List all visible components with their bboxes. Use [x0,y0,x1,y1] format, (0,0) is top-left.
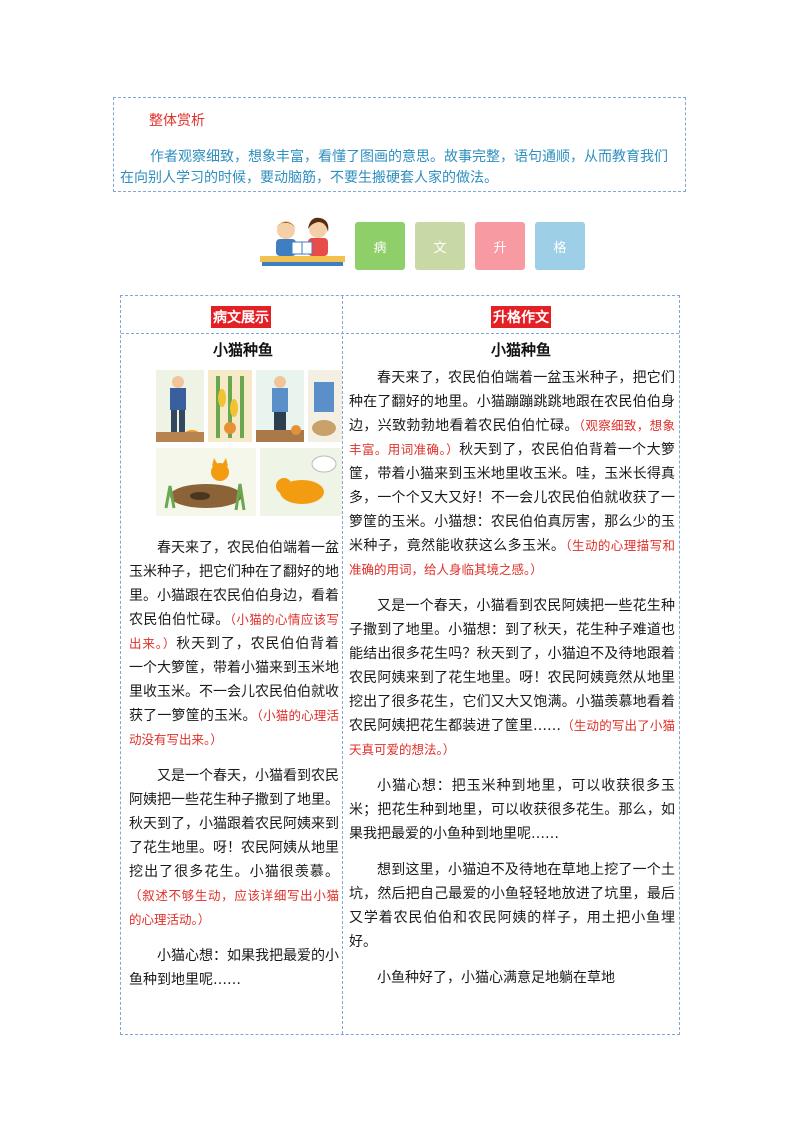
picture-cat-sleeping [260,448,342,516]
right-paragraph: 小猫心想：把玉米种到地里，可以收获很多玉米；把花生种到地里，可以收获很多花生。那… [349,774,675,846]
right-paragraph: 想到这里，小猫迫不及待地在草地上挖了一个土坑，然后把自己最爱的小鱼轻轻地放进了坑… [349,858,675,954]
story-picture-sequence [156,370,342,516]
left-paragraph: 小猫心想：如果我把最爱的小鱼种到地里呢…… [129,944,339,992]
right-paragraph: 小鱼种好了，小猫心满意足地躺在草地 [349,966,675,990]
picture-woman-planting [256,370,304,442]
right-paragraph-text: 春天来了，农民伯伯端着一盆玉米种子，把它们种在了翻好的地里。小猫蹦蹦跳跳地跟在农… [349,370,675,434]
right-column-header: 升格作文 [491,306,551,328]
appraisal-title: 整体赏析 [149,113,205,129]
left-paragraph-text: 秋天到了，农民伯伯背着一个大箩筐，带着小猫来到玉米地里收玉米。不一会儿农民伯伯就… [129,636,339,724]
right-teacher-comment: （生动的心理描写和准确的用词，给人身临其境之感。） [349,538,675,577]
reading-kids-illustration [260,217,345,266]
picture-peanut-harvest [308,370,342,442]
appraisal-box: 整体赏析 作者观察细致，想象丰富，看懂了图画的意思。故事完整，语句通顺，从而教育… [113,97,686,192]
right-paragraph-text: 想到这里，小猫迫不及待地在草地上挖了一个土坑，然后把自己最爱的小鱼轻轻地放进了坑… [349,862,675,950]
right-teacher-comment: （观察细致，想象丰富。用词准确。） [349,418,675,457]
left-column-header: 病文展示 [211,306,271,328]
tile-bing: 病 [355,222,405,270]
left-essay-title: 小猫种鱼 [213,341,274,359]
picture-cat-digging [156,448,256,516]
left-paragraph-text: 春天来了，农民伯伯端着一盆玉米种子，把它们种在了翻好的地里。小猫跟在农民伯伯身边… [129,540,339,628]
right-paragraph-text: 小鱼种好了，小猫心满意足地躺在草地 [377,970,615,986]
tile-wen: 文 [415,222,465,270]
left-paragraph-text: 小猫心想：如果我把最爱的小鱼种到地里呢…… [129,948,339,988]
picture-corn-field [208,370,252,442]
appraisal-body: 作者观察细致，想象丰富，看懂了图画的意思。故事完整，语句通顺，从而教育我们在向别… [120,149,668,186]
left-teacher-comment: （小猫的心情应该写出来。） [129,612,339,651]
tile-ge: 格 [535,222,585,270]
left-teacher-comment: （叙述不够生动，应该详细写出小猫的心理活动。） [129,888,339,927]
left-essay-body: 春天来了，农民伯伯端着一盆玉米种子，把它们种在了翻好的地里。小猫跟在农民伯伯身边… [129,536,339,1004]
comparison-table: 病文展示 升格作文 小猫种鱼 小猫种鱼 [120,295,680,1035]
left-paragraph-text: 又是一个春天，小猫看到农民阿姨把一些花生种子撒到了地里。秋天到了，小猫跟着农民阿… [129,768,339,880]
right-teacher-comment: （生动的写出了小猫天真可爱的想法。） [349,718,675,757]
right-paragraph-text: 秋天到了，农民伯伯背着一个大箩筐，带着小猫来到玉米地里收玉米。哇，玉米长得真多，… [349,442,675,554]
right-paragraph: 春天来了，农民伯伯端着一盆玉米种子，把它们种在了翻好的地里。小猫蹦蹦跳跳地跟在农… [349,366,675,582]
column-divider [342,296,343,1034]
right-paragraph: 又是一个春天，小猫看到农民阿姨把一些花生种子撒到了地里。小猫想：到了秋天，花生种… [349,594,675,762]
left-paragraph: 春天来了，农民伯伯端着一盆玉米种子，把它们种在了翻好的地里。小猫跟在农民伯伯身边… [129,536,339,752]
right-essay-body: 春天来了，农民伯伯端着一盆玉米种子，把它们种在了翻好的地里。小猫蹦蹦跳跳地跟在农… [349,366,675,1002]
section-banner: 病 文 升 格 [260,212,590,272]
tile-sheng: 升 [475,222,525,270]
right-essay-title: 小猫种鱼 [491,341,552,359]
header-divider [121,333,679,334]
right-paragraph-text: 又是一个春天，小猫看到农民阿姨把一些花生种子撒到了地里。小猫想：到了秋天，花生种… [349,598,675,734]
left-teacher-comment: （小猫的心理活动没有写出来。） [129,708,339,747]
picture-farmer-planting [156,370,204,442]
left-paragraph: 又是一个春天，小猫看到农民阿姨把一些花生种子撒到了地里。秋天到了，小猫跟着农民阿… [129,764,339,932]
right-paragraph-text: 小猫心想：把玉米种到地里，可以收获很多玉米；把花生种到地里，可以收获很多花生。那… [349,778,675,842]
